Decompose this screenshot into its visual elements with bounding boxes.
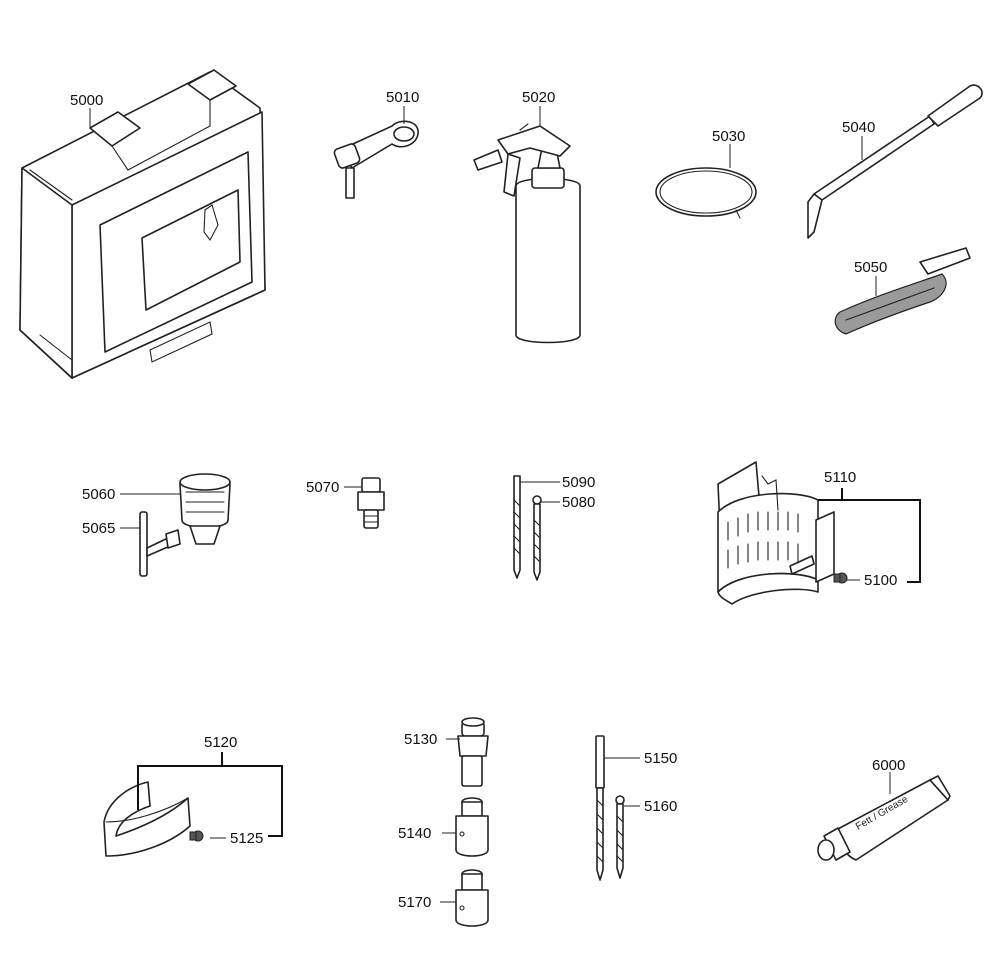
part-5130-collet bbox=[457, 717, 489, 787]
label-6000: 6000 bbox=[872, 757, 905, 774]
part-5000-carrying-case bbox=[19, 69, 266, 379]
part-5050-strap bbox=[834, 247, 971, 335]
label-5110: 5110 bbox=[824, 469, 856, 486]
label-5170: 5170 bbox=[398, 894, 431, 911]
part-5140-collet-nut bbox=[455, 797, 489, 857]
label-5020: 5020 bbox=[522, 89, 555, 106]
part-5170-collet-nut bbox=[455, 869, 489, 927]
label-5160: 5160 bbox=[644, 798, 677, 815]
label-5125: 5125 bbox=[230, 830, 263, 847]
part-5125-screw bbox=[189, 830, 204, 842]
label-5120: 5120 bbox=[204, 734, 237, 751]
part-5040-hook-tool bbox=[807, 84, 983, 239]
label-5040: 5040 bbox=[842, 119, 875, 136]
part-5110-guard bbox=[717, 461, 835, 605]
label-5140: 5140 bbox=[398, 825, 431, 842]
part-5080-drill-bit bbox=[532, 495, 542, 581]
part-5030-retaining-ring bbox=[655, 167, 757, 219]
label-5130: 5130 bbox=[404, 731, 437, 748]
label-5050: 5050 bbox=[854, 259, 887, 276]
part-6000-grease-tube: Fett / Grease bbox=[817, 775, 951, 861]
label-5080: 5080 bbox=[562, 494, 595, 511]
part-5060-drill-chuck bbox=[179, 473, 231, 545]
part-5070-adapter bbox=[357, 477, 385, 529]
part-5020-spray-bottle bbox=[473, 123, 581, 344]
label-5100: 5100 bbox=[864, 572, 897, 589]
label-5000: 5000 bbox=[70, 92, 103, 109]
label-5150: 5150 bbox=[644, 750, 677, 767]
part-5120-shield bbox=[103, 781, 191, 857]
label-5065: 5065 bbox=[82, 520, 115, 537]
part-5090-drill-bit bbox=[513, 475, 521, 579]
label-5030: 5030 bbox=[712, 128, 745, 145]
part-5150-drill-bit bbox=[595, 735, 605, 881]
label-5010: 5010 bbox=[386, 89, 419, 106]
part-5160-drill-bit bbox=[615, 795, 625, 879]
label-5060: 5060 bbox=[82, 486, 115, 503]
part-5065-chuck-key bbox=[139, 511, 181, 577]
label-5070: 5070 bbox=[306, 479, 339, 496]
part-5100-screw bbox=[833, 572, 848, 584]
part-5010-spanner bbox=[333, 120, 419, 199]
label-5090: 5090 bbox=[562, 474, 595, 491]
